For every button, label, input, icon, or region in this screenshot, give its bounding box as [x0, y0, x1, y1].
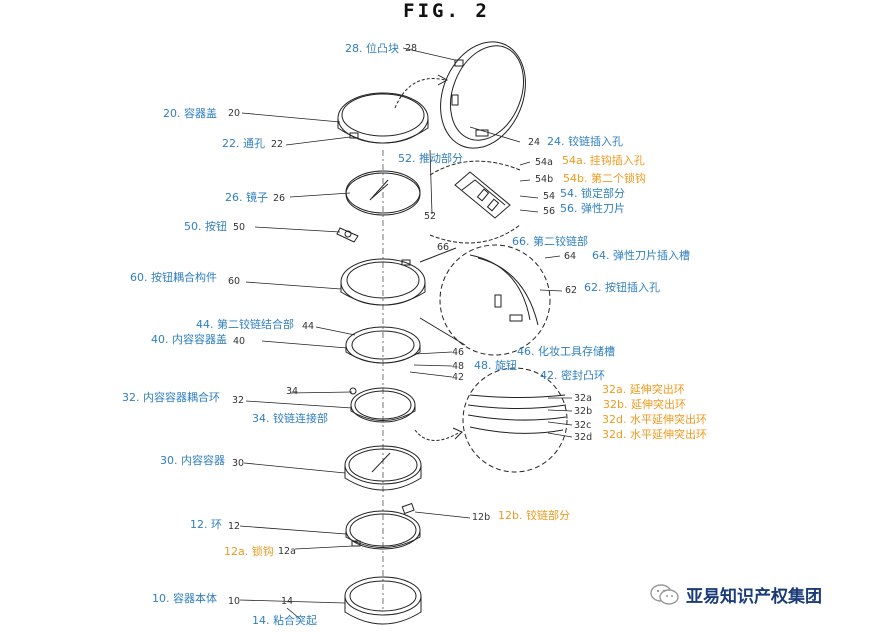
label-54: 54. 锁定部分	[560, 187, 625, 200]
watermark-text: 亚易知识产权集团	[686, 587, 822, 607]
label-40: 40. 内容容器盖	[151, 333, 227, 346]
label-42: 42. 密封凸环	[540, 369, 605, 382]
ref-64: 64	[564, 251, 577, 262]
ref-12b: 12b	[472, 512, 491, 523]
ref-54b: 54b	[535, 174, 554, 185]
ref-54a: 54a	[535, 157, 553, 168]
label-10: 10. 容器本体	[152, 592, 217, 605]
label-56: 56. 弹性刀片	[560, 202, 625, 215]
label-14: 14. 粘合突起	[252, 614, 317, 627]
ref-32b: 32b	[574, 406, 593, 417]
label-44: 44. 第二铰链结合部	[196, 318, 294, 331]
label-32a: 32a. 延伸突出环	[602, 383, 685, 396]
arrow-28	[395, 79, 445, 108]
ref-32d: 32d	[574, 432, 593, 443]
label-24: 24. 铰链插入孔	[547, 135, 623, 148]
label-28: 28. 位凸块	[345, 42, 399, 55]
label-34: 34. 铰链连接部	[252, 412, 328, 425]
ref-28: 28	[405, 43, 418, 54]
label-12b: 12b. 铰链部分	[498, 509, 570, 522]
label-54b: 54b. 第二个锁钩	[563, 172, 646, 185]
ref-12: 12	[228, 521, 241, 532]
figure-title: FIG. 2	[403, 0, 490, 22]
watermark: 亚易知识产权集团	[650, 582, 822, 607]
label-66: 66. 第二铰链部	[512, 235, 588, 248]
ref-40: 40	[233, 336, 246, 347]
ref-14: 14	[281, 596, 294, 607]
ref-56: 56	[543, 206, 556, 217]
label-22: 22. 通孔	[222, 137, 265, 150]
ref-62: 62	[565, 285, 578, 296]
inner-container-30	[345, 446, 421, 490]
ref-48: 48	[452, 361, 465, 372]
ref-32: 32	[232, 395, 245, 406]
label-32d-1: 32d. 水平延伸突出环	[602, 413, 707, 426]
ref-66: 66	[437, 242, 450, 253]
label-50: 50. 按钮	[184, 220, 227, 233]
label-48: 48. 旋钮	[474, 359, 517, 372]
ref-20: 20	[228, 108, 241, 119]
button-50	[337, 228, 358, 242]
wechat-icon	[650, 583, 680, 607]
inner-lid-40	[346, 327, 420, 363]
ref-32a: 32a	[574, 393, 592, 404]
ref-52: 52	[424, 211, 437, 222]
label-30: 30. 内容容器	[160, 454, 225, 467]
container-lid-20	[338, 93, 428, 143]
ref-60: 60	[228, 276, 241, 287]
label-26: 26. 镜子	[225, 191, 268, 204]
label-64: 64. 弹性刀片插入槽	[592, 249, 690, 262]
ref-54: 54	[543, 191, 556, 202]
ref-32c: 32c	[574, 420, 592, 431]
label-20: 20. 容器盖	[163, 107, 217, 120]
label-46: 46. 化妆工具存储槽	[517, 345, 615, 358]
label-12a: 12a. 锁钩	[224, 545, 274, 558]
ref-26: 26	[273, 193, 286, 204]
button-coupling-60	[341, 259, 425, 305]
label-32d-2: 32d. 水平延伸突出环	[602, 428, 707, 441]
label-12: 12. 环	[190, 518, 222, 531]
label-32: 32. 内容容器耦合环	[122, 391, 220, 404]
ref-50: 50	[233, 222, 246, 233]
ring-12	[346, 503, 420, 549]
label-54a: 54a. 挂钩插入孔	[562, 154, 645, 167]
label-32b: 32b. 延伸突出环	[603, 398, 686, 411]
detail-circle-ring-profile	[415, 368, 567, 472]
ref-10: 10	[228, 596, 241, 607]
ref-22: 22	[271, 139, 284, 150]
label-62: 62. 按钮插入孔	[584, 281, 660, 294]
coupling-ring-32	[350, 388, 415, 422]
detail-circle-hinge	[420, 245, 550, 355]
ref-46: 46	[452, 347, 465, 358]
ref-42: 42	[452, 372, 465, 383]
label-60: 60. 按钮耦合构件	[130, 271, 217, 284]
ref-44: 44	[302, 321, 315, 332]
ref-24: 24	[528, 137, 541, 148]
label-52: 52. 推动部分	[398, 152, 463, 165]
mirror-26	[346, 171, 420, 215]
ref-34: 34	[286, 386, 299, 397]
leader-lines	[240, 48, 572, 619]
hinge-cap-28	[425, 29, 540, 161]
detail-circle-locking	[430, 161, 520, 243]
ref-12a: 12a	[278, 546, 296, 557]
ref-30: 30	[232, 458, 245, 469]
container-body-10	[345, 577, 421, 624]
